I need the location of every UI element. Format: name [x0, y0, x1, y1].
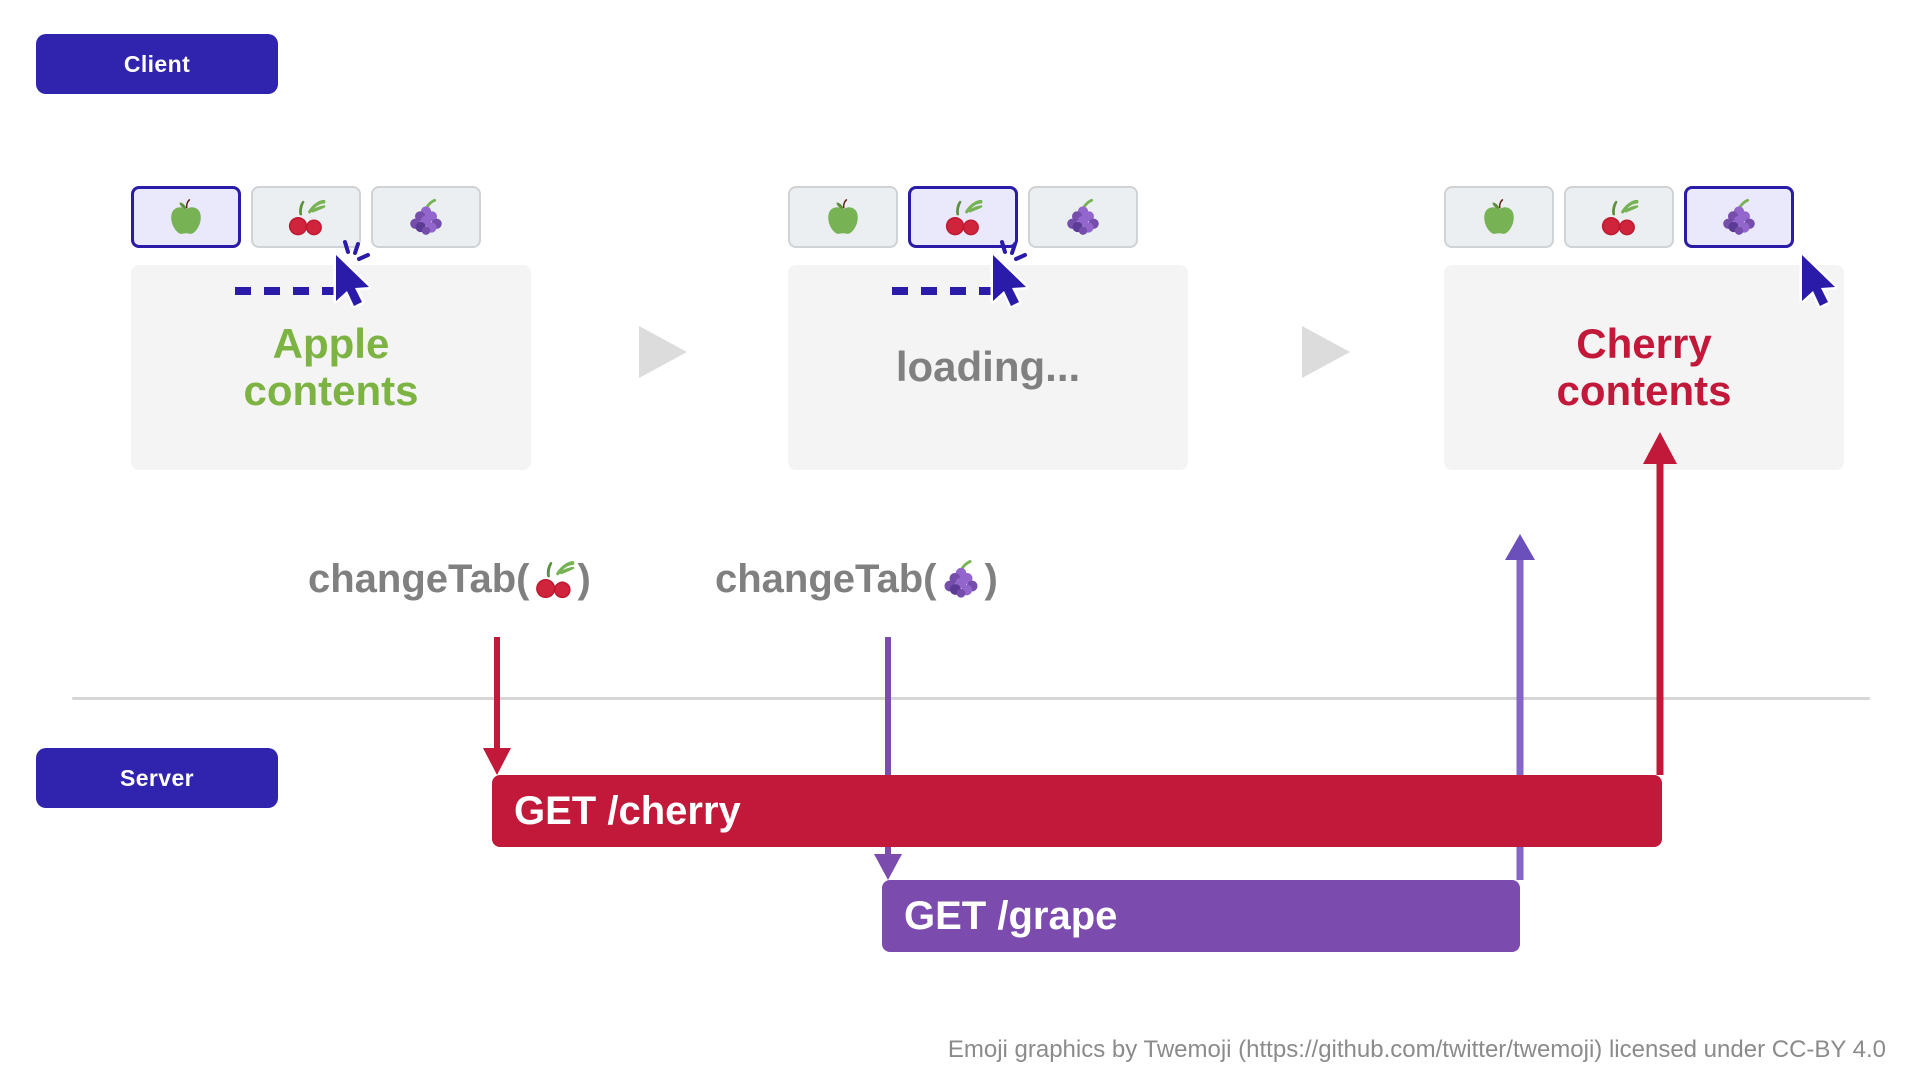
- tab-grape[interactable]: [1028, 186, 1138, 248]
- apple-icon: [164, 195, 208, 239]
- changetab-cherry-prefix: changeTab(: [308, 556, 530, 601]
- request-bar-cherry-label: GET /cherry: [514, 788, 741, 833]
- changetab-cherry-label: changeTab( ): [308, 556, 591, 602]
- content-text-loading: loading...: [895, 343, 1081, 391]
- cherry-icon: [1597, 195, 1641, 239]
- changetab-grape-label: changeTab( ): [715, 556, 998, 602]
- content-panel-loading: loading...: [788, 265, 1188, 470]
- tab-apple[interactable]: [788, 186, 898, 248]
- tab-cherry[interactable]: [908, 186, 1018, 248]
- content-panel-cherry: Cherry contents: [1444, 265, 1844, 470]
- content-text-apple: Apple contents: [243, 320, 419, 414]
- tab-apple[interactable]: [131, 186, 241, 248]
- grape-icon: [1717, 195, 1761, 239]
- grape-icon: [404, 195, 448, 239]
- request-bar-cherry: GET /cherry: [492, 775, 1662, 847]
- request-bar-grape-label: GET /grape: [904, 893, 1118, 938]
- cherry-icon: [284, 195, 328, 239]
- arrow-response-cherry: [1643, 432, 1677, 775]
- arrow-request-cherry: [483, 637, 511, 775]
- changetab-cherry-suffix: ): [577, 556, 591, 601]
- tab-grape[interactable]: [371, 186, 481, 248]
- footer-credit: Emoji graphics by Twemoji (https://githu…: [947, 1036, 1886, 1063]
- server-role-label: Server: [119, 764, 195, 791]
- tab-cherry[interactable]: [1564, 186, 1674, 248]
- client-role-label: Client: [123, 50, 191, 77]
- request-bar-grape: GET /grape: [882, 880, 1520, 952]
- content-panel-apple: Apple contents: [131, 265, 531, 470]
- cherry-icon: [941, 195, 985, 239]
- grape-icon: [938, 556, 984, 602]
- tab-grape[interactable]: [1684, 186, 1794, 248]
- tab-cherry[interactable]: [251, 186, 361, 248]
- server-role-badge: Server: [36, 748, 278, 808]
- step-arrow-2: [1302, 326, 1350, 378]
- step-arrow-1: [639, 326, 687, 378]
- tabstrip-cherry: [1444, 186, 1794, 248]
- tab-apple[interactable]: [1444, 186, 1554, 248]
- apple-icon: [1477, 195, 1521, 239]
- grape-icon: [1061, 195, 1105, 239]
- changetab-grape-prefix: changeTab(: [715, 556, 937, 601]
- cherry-icon: [531, 556, 577, 602]
- tabstrip-apple: [131, 186, 481, 248]
- client-server-divider: [72, 697, 1870, 700]
- changetab-grape-suffix: ): [984, 556, 998, 601]
- content-text-cherry: Cherry contents: [1556, 320, 1732, 414]
- apple-icon: [821, 195, 865, 239]
- client-role-badge: Client: [36, 34, 278, 94]
- panel-apple: Apple contents: [131, 186, 531, 470]
- tabstrip-loading: [788, 186, 1138, 248]
